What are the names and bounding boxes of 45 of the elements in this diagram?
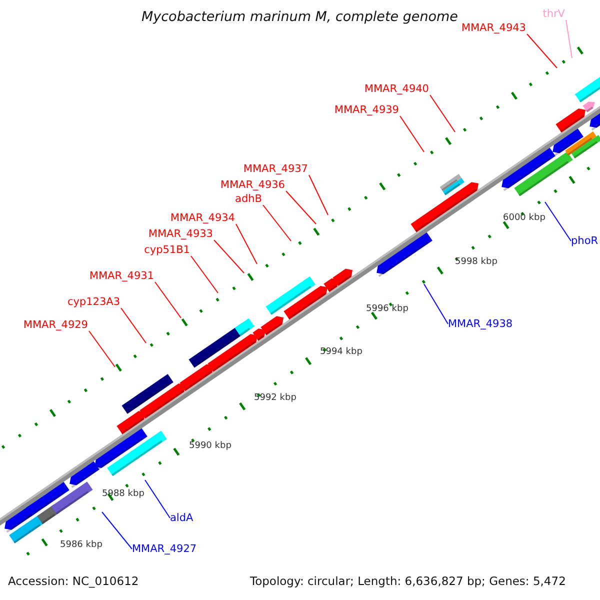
leader-line	[154, 282, 182, 318]
position-label: 5988 kbp	[102, 489, 144, 500]
gene-label: thrV	[542, 8, 565, 20]
leader-line	[120, 308, 146, 344]
gene-label: MMAR_4929	[23, 319, 88, 331]
gene-label: MMAR_4938	[448, 318, 513, 330]
leader-line	[102, 512, 132, 550]
gene-label: cyp123A3	[67, 296, 120, 308]
position-label: 5994 kbp	[320, 347, 362, 358]
leader-line	[400, 116, 424, 152]
leader-line	[526, 34, 558, 68]
gene-label: MMAR_4927	[132, 543, 197, 555]
footer-text: Topology: circular; Length: 6,636,827 bp; Genes: 5,472	[250, 574, 566, 589]
leader-line	[286, 190, 316, 224]
leader-line	[430, 94, 456, 132]
leader-line	[144, 480, 170, 518]
gene-label: MMAR_4940	[364, 83, 429, 95]
gene-label: MMAR_4943	[461, 22, 526, 34]
leader-line	[236, 224, 258, 264]
title: Mycobacterium marinum M, complete genome	[142, 10, 458, 25]
leader-line	[214, 240, 244, 274]
gene-label: MMAR_4933	[148, 228, 213, 240]
leader-line	[544, 202, 572, 242]
leader-line	[190, 256, 218, 294]
position-label: 5998 kbp	[455, 257, 498, 268]
position-label: 5996 kbp	[366, 304, 408, 315]
gene-label: MMAR_4939	[334, 104, 399, 116]
position-label: 6000 kbp	[503, 213, 546, 224]
footer-text: Accession: NC_010612	[8, 574, 139, 589]
position-label: 5986 kbp	[60, 540, 102, 551]
leader-line	[308, 174, 328, 216]
position-label: 5990 kbp	[189, 441, 232, 452]
position-label: 5992 kbp	[254, 393, 296, 404]
gene-label: phoR	[571, 235, 598, 247]
gene-label: cyp51B1	[144, 244, 190, 256]
gene-label: adhB	[235, 193, 262, 205]
gene-label: aldA	[170, 512, 194, 524]
gene-label: MMAR_4936	[220, 179, 285, 191]
leader-line	[88, 330, 116, 368]
gene-label: MMAR_4937	[243, 163, 308, 175]
gene-label: MMAR_4934	[170, 212, 235, 224]
leader-line	[566, 20, 572, 58]
gene-label: MMAR_4931	[89, 270, 154, 282]
leader-line	[424, 284, 448, 324]
leader-line	[262, 204, 292, 242]
